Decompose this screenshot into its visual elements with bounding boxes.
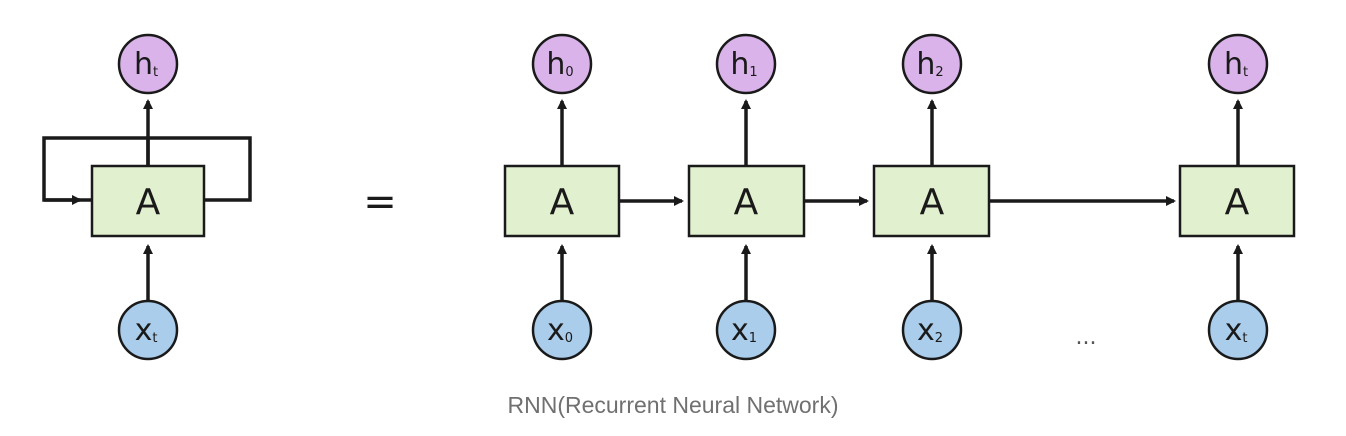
step-2-input-label: x2 [917,313,943,348]
step-1-cell-label: A [734,182,759,223]
folded-cell-label: A [136,182,161,223]
step-0-cell-box [503,164,621,238]
step-0-output-node [531,33,593,95]
step-t-input-node [1207,299,1269,361]
step-1-output-label: h1 [730,47,757,82]
step-1-cell-box [687,164,806,238]
step-1-input-label: x1 [731,313,757,348]
folded-input-node [117,299,179,361]
step-0-input-node [531,299,593,361]
step-2-input-node [901,299,963,361]
folded-input-label: xt [135,313,158,348]
unrolled-step-t: A ht xt [1178,33,1296,361]
step-2-cell-box [872,164,991,238]
step-0-cell-label: A [550,182,575,223]
step-2-output-node [901,33,963,95]
folded-output-node [117,33,179,95]
step-1-output-node [715,33,777,95]
step-t-output-node [1207,33,1269,95]
step-t-output-label: ht [1224,47,1248,82]
folded-cell-box [90,164,206,238]
step-2-output-label: h2 [916,47,943,82]
diagram-caption: RNN(Recurrent Neural Network) [507,392,839,418]
folded-output-label: ht [134,47,158,82]
step-0-input-label: x0 [547,313,573,348]
step-2-cell-label: A [920,182,945,223]
step-t-cell-label: A [1225,182,1250,223]
unrolled-step-1: A h1 x1 [687,33,806,361]
unrolled-rnn: A h0 x0 A h1 x1 [503,33,1296,361]
unrolled-step-2: A h2 x2 [872,33,991,361]
step-t-input-label: xt [1225,313,1248,348]
step-t-cell-box [1178,164,1296,238]
folded-rnn: A ht xt [42,33,252,361]
unrolled-step-0: A h0 x0 [503,33,621,361]
step-0-output-label: h0 [546,47,573,82]
equals-sign: = [363,179,397,225]
ellipsis: ... [1076,325,1097,350]
step-1-input-node [715,299,777,361]
